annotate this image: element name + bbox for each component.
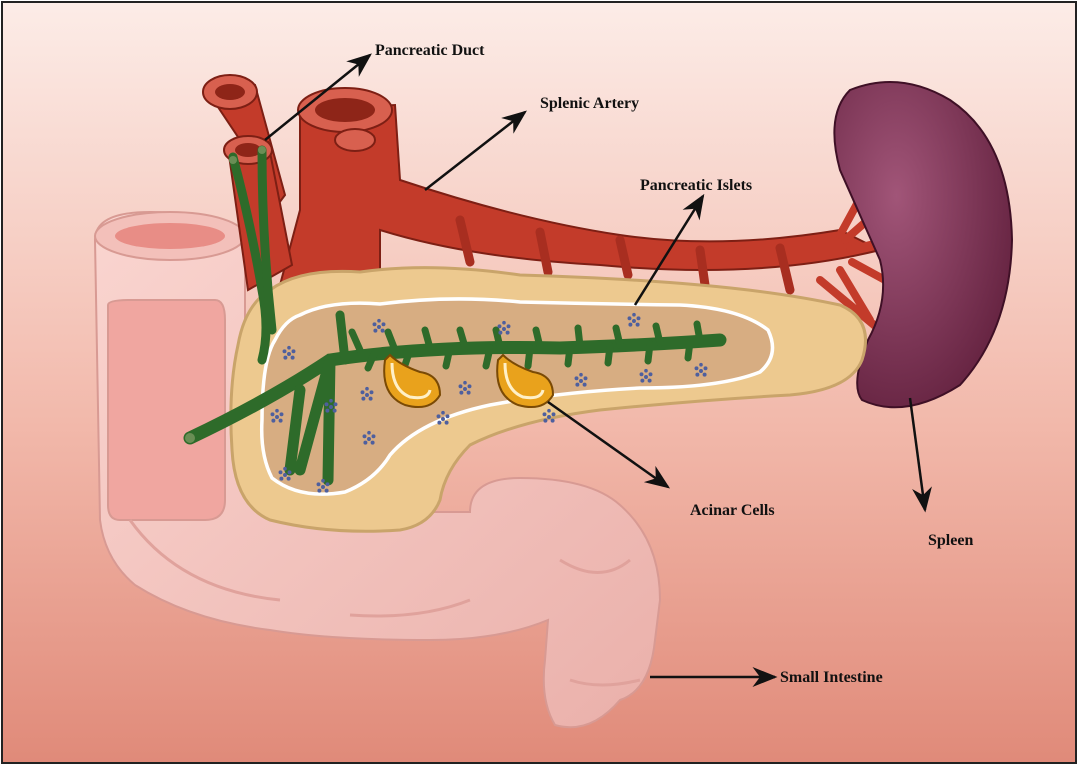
label-pancreatic-islets: Pancreatic Islets xyxy=(640,177,752,194)
label-spleen: Spleen xyxy=(928,532,973,549)
label-small-intestine: Small Intestine xyxy=(780,669,883,686)
label-acinar-cells: Acinar Cells xyxy=(690,502,775,519)
label-pancreatic-duct: Pancreatic Duct xyxy=(375,42,485,59)
label-splenic-artery: Splenic Artery xyxy=(540,95,639,112)
